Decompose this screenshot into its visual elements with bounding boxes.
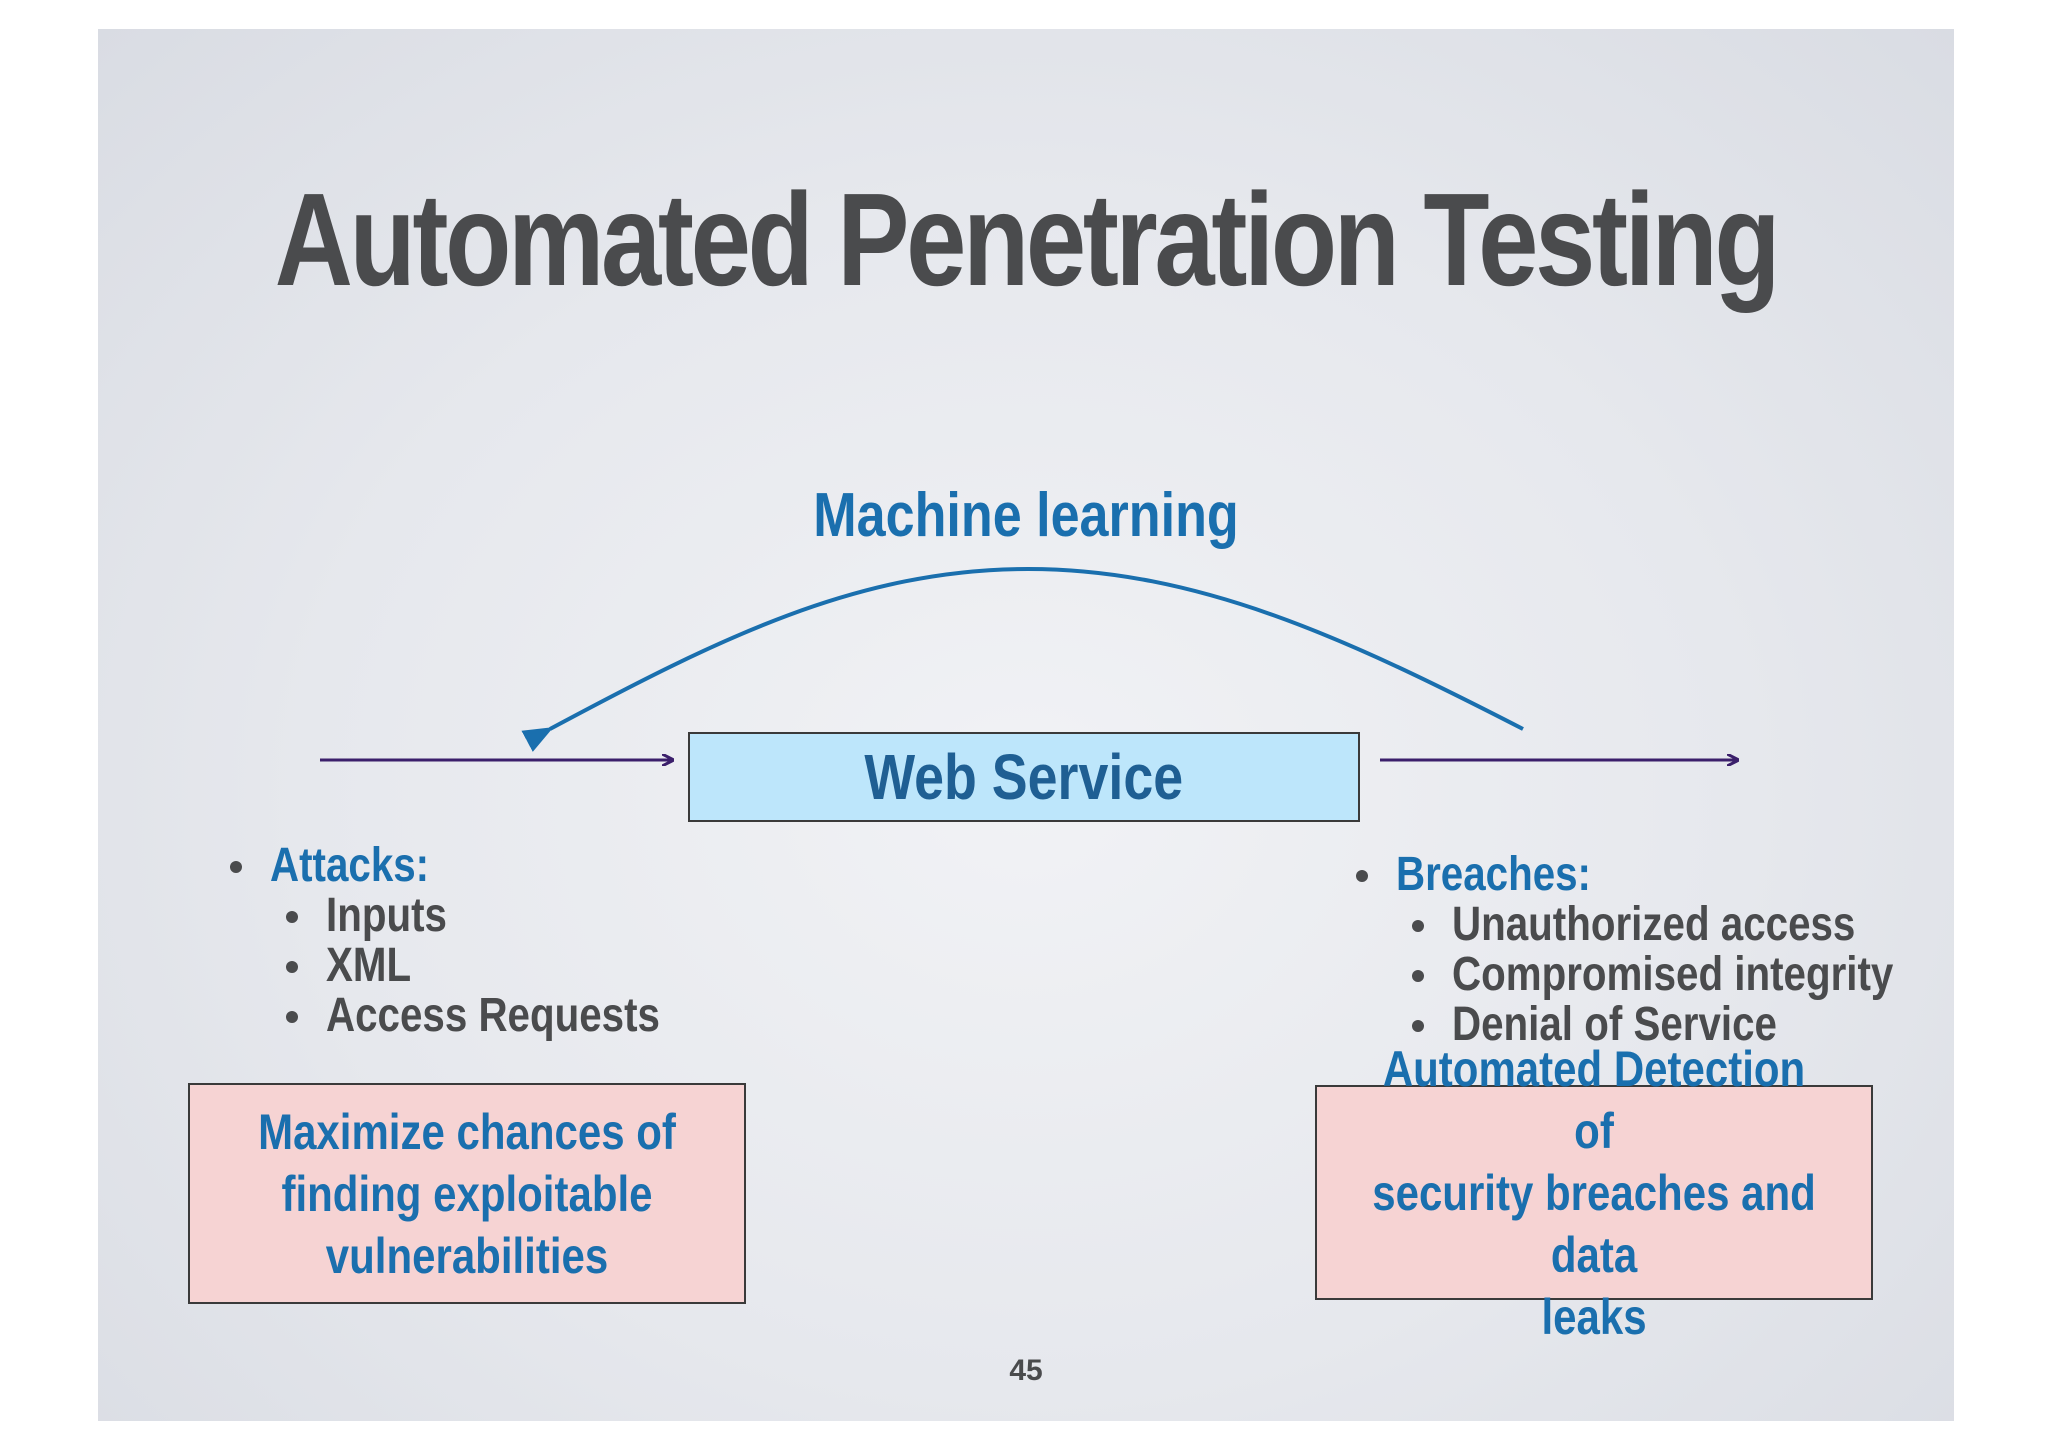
diagram-arrows: [320, 566, 1954, 1421]
slide-title: Automated Penetration Testing: [274, 166, 1781, 313]
list-item: Denial of Service: [1412, 998, 1954, 1051]
bullet-icon: [1412, 1020, 1424, 1032]
bullet-icon: [286, 911, 298, 923]
list-item: XML: [286, 939, 724, 992]
list-item: Access Requests: [286, 989, 724, 1042]
bullet-icon: [1412, 970, 1424, 982]
bullet-icon: [286, 1011, 298, 1023]
breach-goal-text: Automated Detection of security breaches…: [1361, 1038, 1826, 1348]
machine-learning-label: Machine learning: [98, 480, 1954, 551]
attack-goal-text: Maximize chances of finding exploitable …: [234, 1101, 699, 1287]
slide: Automated Penetration Testing Machine le…: [98, 29, 1954, 1421]
attacks-heading: Attacks:: [270, 839, 430, 892]
machine-learning-loop-arrow: [521, 566, 1524, 752]
breach-goal-note: Automated Detection of security breaches…: [1315, 1041, 1873, 1345]
attack-goal-note: Maximize chances of finding exploitable …: [188, 1083, 746, 1304]
page-number: 45: [1009, 1354, 1043, 1387]
web-service-box: Web Service: [688, 732, 1360, 822]
attack-item: Access Requests: [326, 989, 660, 1042]
note-line: leaks: [1541, 1288, 1647, 1345]
bullet-icon: [1412, 920, 1424, 932]
note-line: vulnerabilities: [325, 1227, 609, 1284]
attack-item: Inputs: [326, 889, 447, 942]
list-item: Compromised integrity: [1412, 948, 1954, 1001]
list-item: Inputs: [286, 889, 724, 942]
breaches-heading: Breaches:: [1396, 848, 1591, 901]
bullet-icon: [230, 861, 242, 873]
bullet-icon: [286, 961, 298, 973]
attack-item: XML: [326, 939, 412, 992]
web-service-label: Web Service: [864, 741, 1184, 813]
note-line: Maximize chances of: [258, 1103, 676, 1160]
breaches-heading-item: Breaches:: [1356, 848, 1954, 901]
list-item: Unauthorized access: [1412, 898, 1954, 951]
attacks-list: Attacks: Inputs XML Access Requests: [230, 841, 724, 1041]
breaches-list: Breaches: Unauthorized access Compromise…: [1356, 850, 1954, 1050]
note-line: security breaches and data: [1372, 1164, 1816, 1283]
breach-item: Unauthorized access: [1452, 898, 1856, 951]
breach-item: Compromised integrity: [1452, 948, 1894, 1001]
attacks-heading-item: Attacks:: [230, 839, 724, 892]
breach-item: Denial of Service: [1452, 998, 1777, 1051]
note-line: finding exploitable: [281, 1165, 653, 1222]
note-line: Automated Detection of: [1382, 1040, 1806, 1159]
bullet-icon: [1356, 870, 1368, 882]
machine-learning-label-text: Machine learning: [813, 481, 1239, 550]
